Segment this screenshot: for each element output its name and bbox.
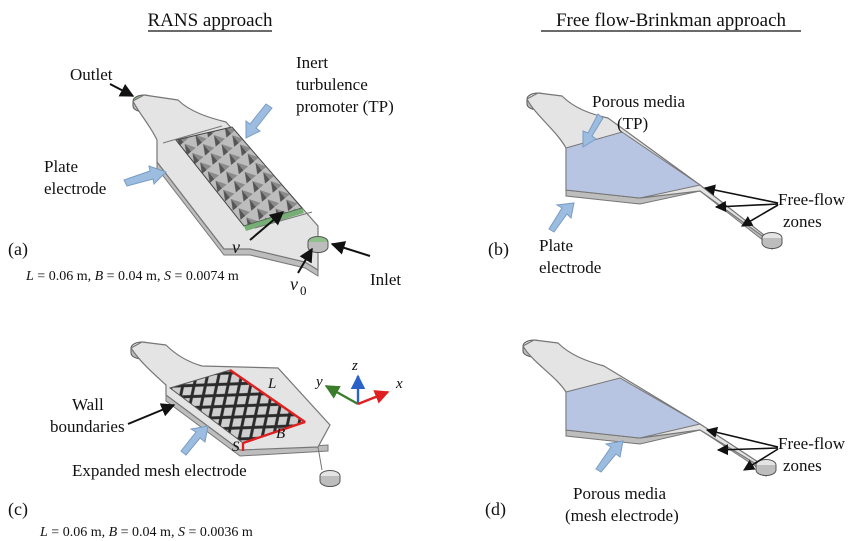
label-wall-line1: Wall	[72, 395, 104, 414]
axis-y-arrow	[324, 384, 359, 406]
axis-x-label: x	[395, 376, 403, 392]
axis-z-label: z	[351, 358, 358, 374]
label-wall-line2: boundaries	[50, 417, 125, 436]
arrow-v0	[297, 247, 313, 274]
axes-triad: y z x	[314, 358, 403, 406]
dims-c-L: L	[39, 525, 48, 540]
heading-brinkman-text: Free flow-Brinkman approach	[556, 10, 787, 31]
label-freeflow-b-line2: zones	[783, 212, 822, 231]
dims-a-B: B	[95, 269, 104, 284]
dims-c-L-val: = 0.06 m,	[48, 525, 109, 540]
dims-a-L: L	[25, 269, 34, 284]
label-porous-b-line2: (TP)	[617, 114, 648, 133]
label-plate-b-line1: Plate	[539, 236, 573, 255]
tag-b: (b)	[488, 239, 509, 260]
label-edge-S: S	[232, 439, 240, 455]
edge-L	[229, 369, 306, 423]
label-inlet: Inlet	[370, 270, 401, 289]
label-tp-line1: Inert	[296, 53, 328, 72]
panel-b: Porous media (TP) Free-flow zones (b) Pl…	[488, 92, 846, 277]
reactor-d	[522, 339, 777, 478]
label-tp-line3: promoter (TP)	[296, 97, 394, 116]
tag-d: (d)	[485, 499, 506, 520]
label-tp-line2: turbulence	[296, 75, 368, 94]
label-freeflow-d-line1: Free-flow	[778, 434, 846, 453]
dims-a-B-val: = 0.04 m,	[103, 269, 164, 284]
dims-a-L-val: = 0.06 m,	[34, 269, 95, 284]
panel-c: L B S y z x Wall boundaries Expanded mes…	[8, 341, 403, 540]
dims-a: L = 0.06 m, B = 0.04 m, S = 0.0074 m	[25, 269, 239, 284]
label-v0-main: v	[290, 274, 298, 294]
label-porous-d-line1: Porous media	[573, 484, 666, 503]
label-edge-B: B	[276, 426, 285, 442]
label-v: v	[232, 237, 240, 257]
arrow-porous-b	[582, 113, 604, 148]
reactor-b	[526, 92, 783, 251]
label-v0: v 0	[290, 274, 307, 298]
label-plate-b-line2: electrode	[539, 258, 601, 277]
axis-x-arrow	[357, 390, 390, 406]
arrow-porous-d	[595, 440, 624, 473]
edge-B	[242, 420, 306, 445]
label-plate-a-line2: electrode	[44, 179, 106, 198]
arrow-freeflow-b-1	[703, 184, 779, 204]
dims-c: L = 0.06 m, B = 0.04 m, S = 0.0036 m	[39, 525, 253, 540]
axis-y-label: y	[314, 374, 323, 390]
label-outlet: Outlet	[70, 65, 113, 84]
label-freeflow-d-line2: zones	[783, 456, 822, 475]
panel-d: Free-flow zones Porous media (mesh elect…	[485, 339, 846, 525]
arrow-freeflow-d-1	[705, 426, 779, 448]
label-porous-b-line1: Porous media	[592, 92, 685, 111]
arrow-v	[249, 211, 285, 241]
label-edge-L: L	[267, 376, 276, 392]
reactor-c	[130, 341, 341, 487]
dims-c-S: S	[178, 525, 185, 540]
label-freeflow-b-line1: Free-flow	[778, 190, 846, 209]
label-v0-sub: 0	[300, 283, 307, 298]
dims-c-B: B	[109, 525, 118, 540]
arrow-outlet	[109, 83, 135, 97]
panel-a: Outlet Inert turbulence promoter (TP) Pl…	[8, 53, 401, 298]
heading-brinkman: Free flow-Brinkman approach	[541, 10, 801, 32]
heading-rans-text: RANS approach	[147, 10, 273, 31]
label-porous-d-line2: (mesh electrode)	[565, 506, 679, 525]
tag-c: (c)	[8, 499, 28, 520]
tag-a: (a)	[8, 239, 28, 260]
arrow-freeflow-b-3	[741, 204, 779, 227]
dims-a-S: S	[164, 269, 171, 284]
arrow-mesh	[180, 425, 209, 456]
reactor-a	[132, 94, 329, 277]
arrow-freeflow-b-2	[714, 200, 779, 213]
dims-c-B-val: = 0.04 m,	[117, 525, 178, 540]
arrow-plate-b	[548, 202, 575, 233]
arrow-wall	[127, 403, 176, 425]
arrow-freeflow-d-2	[716, 444, 779, 456]
arrow-inlet	[330, 241, 371, 257]
dims-a-S-val: = 0.0074 m	[171, 269, 239, 284]
dims-c-S-val: = 0.0036 m	[185, 525, 253, 540]
heading-rans: RANS approach	[147, 10, 273, 32]
arrow-freeflow-d-3	[743, 448, 779, 471]
label-plate-a-line1: Plate	[44, 157, 78, 176]
arrow-plate-a	[123, 165, 167, 187]
label-mesh: Expanded mesh electrode	[72, 461, 247, 480]
arrow-tp	[245, 103, 273, 139]
